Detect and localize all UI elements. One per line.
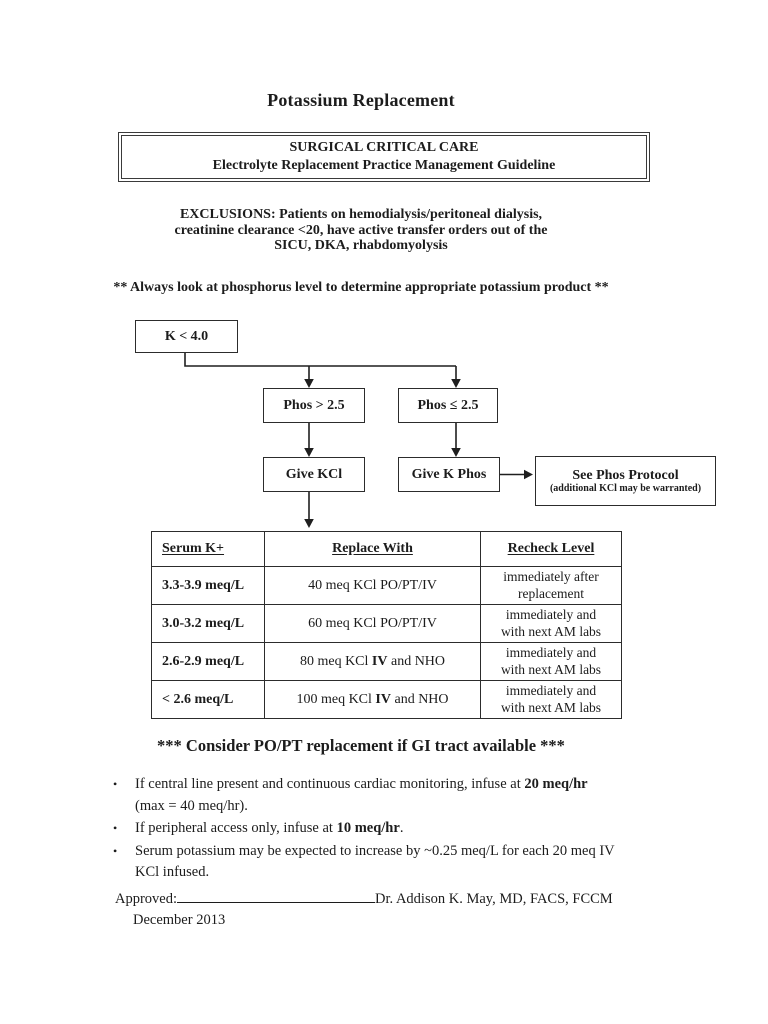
table-row: 3.0-3.2 meq/L 60 meq KCl PO/PT/IV immedi… <box>151 604 622 643</box>
page-title: Potassium Replacement <box>267 90 455 110</box>
arrowhead-down-icon <box>451 379 461 388</box>
bullet-icon: • <box>113 821 118 835</box>
list-item-text: If peripheral access only, infuse at 10 … <box>135 820 404 836</box>
serum-range-cell: 2.6-2.9 meq/L <box>151 642 265 681</box>
consider-po-pt-note: *** Consider PO/PT replacement if GI tra… <box>157 736 565 755</box>
see-phos-subtext: (additional KCl may be warranted) <box>549 482 702 494</box>
replace-with-cell: 80 meq KCl IV and NHO <box>264 642 481 681</box>
bullet-icon: • <box>113 843 118 858</box>
arrowhead-down-icon <box>304 519 314 528</box>
arrowhead-down-icon <box>304 379 314 388</box>
list-item: • If peripheral access only, infuse at 1… <box>113 818 661 840</box>
guideline-org-line: SURGICAL CRITICAL CARE <box>289 140 479 155</box>
phosphorus-note: ** Always look at phosphorus level to de… <box>113 280 609 295</box>
table-row: 2.6-2.9 meq/L 80 meq KCl IV and NHO imme… <box>151 642 622 681</box>
list-item-text: If central line present and continuous c… <box>135 774 661 817</box>
arrowhead-down-icon <box>304 448 314 457</box>
col-header-recheck-level: Recheck Level <box>480 531 622 567</box>
see-phos-title: See Phos Protocol <box>572 467 679 483</box>
flowchart-node-give-kphos: Give K Phos <box>398 457 500 492</box>
guideline-subtitle-line: Electrolyte Replacement Practice Managem… <box>212 158 556 173</box>
approval-date: December 2013 <box>133 912 226 928</box>
approval-row: Approved: Dr. Addison K. May, MD, FACS, … <box>115 888 655 908</box>
exclusions-paragraph: EXCLUSIONS: Patients on hemodialysis/per… <box>100 207 622 254</box>
list-item: • Serum potassium may be expected to inc… <box>113 841 661 884</box>
col-header-replace-with: Replace With <box>264 531 481 567</box>
list-item-line2: KCl infused. <box>135 864 210 880</box>
flowchart-node-see-phos-protocol: See Phos Protocol (additional KCl may be… <box>535 456 716 506</box>
exclusions-line-1: EXCLUSIONS: Patients on hemodialysis/per… <box>179 207 543 222</box>
guideline-header-inner: SURGICAL CRITICAL CARE Electrolyte Repla… <box>121 135 647 179</box>
approval-label: Approved: <box>115 891 178 907</box>
col-header-serum-k: Serum K+ <box>151 531 265 567</box>
exclusions-line-3: SICU, DKA, rhabdomyolysis <box>274 238 448 253</box>
list-item: • If central line present and continuous… <box>113 774 661 817</box>
replacement-table: Serum K+ Replace With Recheck Level 3.3-… <box>151 531 622 719</box>
replace-with-cell: 60 meq KCl PO/PT/IV <box>264 604 481 643</box>
exclusions-line-2: creatinine clearance <20, have active tr… <box>174 222 548 238</box>
flowchart-node-phos-low: Phos ≤ 2.5 <box>398 388 498 423</box>
table-header-row: Serum K+ Replace With Recheck Level <box>151 531 622 567</box>
arrowhead-down-icon <box>451 448 461 457</box>
flowchart-node-k-low: K < 4.0 <box>135 320 238 353</box>
list-item-line2: (max = 40 meq/hr). <box>135 797 248 814</box>
flowchart-node-phos-high: Phos > 2.5 <box>263 388 365 423</box>
approval-block: Approved: Dr. Addison K. May, MD, FACS, … <box>115 888 655 929</box>
connector-k-split <box>184 353 456 367</box>
guideline-header-box: SURGICAL CRITICAL CARE Electrolyte Repla… <box>118 132 650 182</box>
infusion-guidance-list: • If central line present and continuous… <box>113 774 661 885</box>
bullet-icon: • <box>113 777 118 791</box>
arrowhead-right-icon <box>524 469 533 480</box>
replace-with-cell: 100 meq KCl IV and NHO <box>264 680 481 719</box>
approver-name: Dr. Addison K. May, MD, FACS, FCCM <box>375 891 613 907</box>
table-row: < 2.6 meq/L 100 meq KCl IV and NHO immed… <box>151 680 622 719</box>
flowchart-node-give-kcl: Give KCl <box>263 457 365 492</box>
table-row: 3.3-3.9 meq/L 40 meq KCl PO/PT/IV immedi… <box>151 566 622 605</box>
list-item-text: Serum potassium may be expected to incre… <box>135 841 661 884</box>
serum-range-cell: 3.0-3.2 meq/L <box>151 604 265 643</box>
replace-with-cell: 40 meq KCl PO/PT/IV <box>264 566 481 605</box>
serum-range-cell: 3.3-3.9 meq/L <box>151 566 265 605</box>
serum-range-cell: < 2.6 meq/L <box>151 680 265 719</box>
signature-line <box>177 888 376 903</box>
